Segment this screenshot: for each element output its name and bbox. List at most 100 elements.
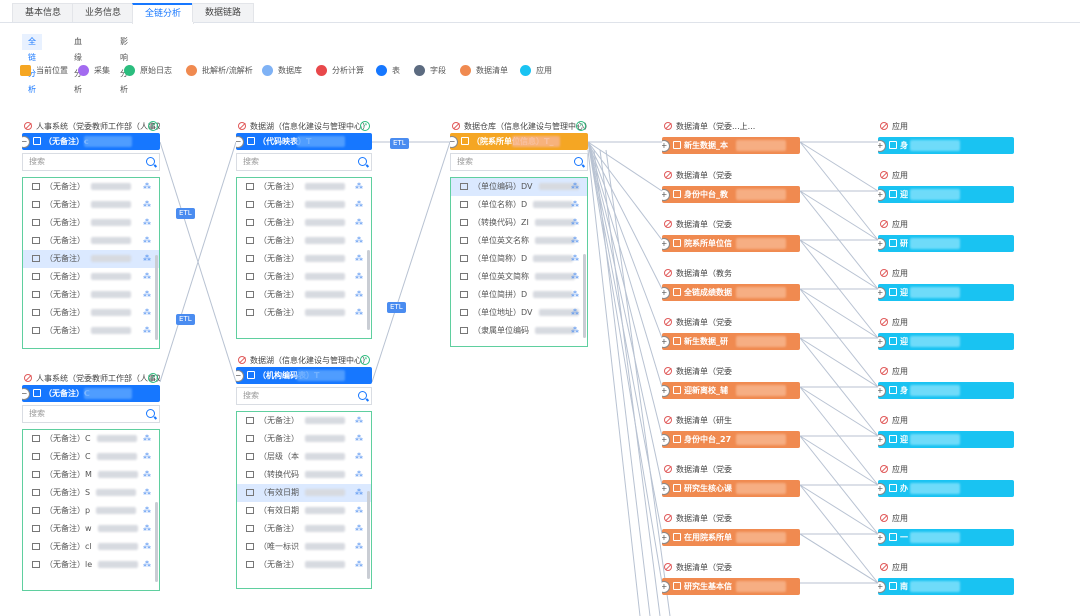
node-title-bar[interactable]: +身 — [878, 382, 1014, 399]
search-icon[interactable] — [574, 157, 583, 166]
field-row[interactable]: （无备注）cl⁂ — [23, 538, 159, 556]
disable-icon[interactable] — [880, 122, 888, 130]
collapse-icon[interactable]: − — [450, 136, 458, 148]
field-row[interactable]: （无备注）⁂ — [237, 304, 371, 322]
lineage-icon[interactable]: ⁂ — [143, 560, 151, 569]
field-row[interactable]: （有效日期⁂ — [237, 502, 371, 520]
node-title-bar[interactable]: +迎 — [878, 333, 1014, 350]
scrollbar[interactable] — [583, 253, 586, 338]
lineage-icon[interactable]: ⁂ — [571, 200, 579, 209]
node-title-bar[interactable]: +全链成绩数据 — [662, 284, 800, 301]
field-row[interactable]: （无备注）⁂ — [23, 178, 159, 196]
disable-icon[interactable] — [664, 465, 672, 473]
lineage-icon[interactable]: ⁂ — [571, 236, 579, 245]
open-icon[interactable]: ↗ — [148, 373, 158, 383]
disable-icon[interactable] — [880, 171, 888, 179]
node-search-input[interactable]: 搜索 — [22, 153, 160, 171]
field-row[interactable]: （无备注）⁂ — [237, 556, 371, 574]
field-row[interactable]: （无备注）⁂ — [237, 430, 371, 448]
field-row[interactable]: （唯一标识⁂ — [237, 538, 371, 556]
node-title-bar[interactable]: +办 — [878, 480, 1014, 497]
lineage-icon[interactable]: ⁂ — [355, 470, 363, 479]
lineage-icon[interactable]: ⁂ — [571, 308, 579, 317]
scrollbar[interactable] — [155, 254, 158, 340]
lineage-icon[interactable]: ⁂ — [143, 506, 151, 515]
field-row[interactable]: （转换代码）ZI⁂ — [451, 214, 587, 232]
open-icon[interactable]: ↗ — [360, 355, 370, 365]
node-title-bar[interactable]: +身 — [878, 137, 1014, 154]
node-title-bar[interactable]: +在用院系所单 — [662, 529, 800, 546]
disable-icon[interactable] — [24, 122, 32, 130]
search-icon[interactable] — [146, 409, 155, 418]
field-row[interactable]: （隶属单位编码⁂ — [451, 322, 587, 340]
lineage-icon[interactable]: ⁂ — [355, 272, 363, 281]
lineage-icon[interactable]: ⁂ — [355, 488, 363, 497]
expand-icon[interactable]: + — [662, 287, 670, 299]
node-search-input[interactable]: 搜索 — [450, 153, 588, 171]
field-row[interactable]: （无备注）⁂ — [237, 214, 371, 232]
lineage-icon[interactable]: ⁂ — [571, 272, 579, 281]
node-search-input[interactable]: 搜索 — [236, 387, 372, 405]
lineage-icon[interactable]: ⁂ — [355, 200, 363, 209]
lineage-icon[interactable]: ⁂ — [143, 200, 151, 209]
node-title-bar[interactable]: +身份中台_27 — [662, 431, 800, 448]
lineage-icon[interactable]: ⁂ — [143, 272, 151, 281]
disable-icon[interactable] — [880, 563, 888, 571]
field-row[interactable]: （无备注）⁂ — [23, 196, 159, 214]
field-row[interactable]: （无备注）⁂ — [23, 214, 159, 232]
node-title-bar[interactable]: −（无备注）C — [22, 385, 160, 402]
search-icon[interactable] — [146, 157, 155, 166]
field-row[interactable]: （层级（本⁂ — [237, 448, 371, 466]
node-title-bar[interactable]: +研 — [878, 235, 1014, 252]
scrollbar[interactable] — [367, 491, 370, 580]
node-title-bar[interactable]: +迎 — [878, 431, 1014, 448]
search-icon[interactable] — [358, 391, 367, 400]
field-row[interactable]: （无备注）C⁂ — [23, 448, 159, 466]
disable-icon[interactable] — [664, 122, 672, 130]
lineage-icon[interactable]: ⁂ — [355, 542, 363, 551]
lineage-icon[interactable]: ⁂ — [143, 434, 151, 443]
field-row[interactable]: （无备注）⁂ — [237, 412, 371, 430]
lineage-icon[interactable]: ⁂ — [355, 254, 363, 263]
node-title-bar[interactable]: +迎新离校_辅 — [662, 382, 800, 399]
field-row[interactable]: （无备注）⁂ — [237, 178, 371, 196]
collapse-icon[interactable]: − — [236, 370, 244, 382]
collapse-icon[interactable]: − — [22, 388, 30, 400]
field-row[interactable]: （单位编码）DV⁂ — [451, 178, 587, 196]
field-row[interactable]: （无备注）M⁂ — [23, 466, 159, 484]
lineage-icon[interactable]: ⁂ — [143, 524, 151, 533]
lineage-icon[interactable]: ⁂ — [143, 542, 151, 551]
lineage-icon[interactable]: ⁂ — [143, 182, 151, 191]
field-row[interactable]: （单位简拼）D⁂ — [451, 286, 587, 304]
expand-icon[interactable]: + — [662, 238, 670, 250]
expand-icon[interactable]: + — [662, 140, 670, 152]
expand-icon[interactable]: + — [878, 189, 886, 201]
lineage-icon[interactable]: ⁂ — [143, 308, 151, 317]
lineage-icon[interactable]: ⁂ — [143, 236, 151, 245]
disable-icon[interactable] — [238, 122, 246, 130]
lineage-icon[interactable]: ⁂ — [355, 416, 363, 425]
expand-icon[interactable]: + — [878, 483, 886, 495]
field-row[interactable]: （无备注）⁂ — [237, 286, 371, 304]
node-title-bar[interactable]: +研究生基本信 — [662, 578, 800, 595]
node-title-bar[interactable]: −（无备注）c — [22, 133, 160, 150]
expand-icon[interactable]: + — [878, 581, 886, 593]
disable-icon[interactable] — [880, 514, 888, 522]
lineage-icon[interactable]: ⁂ — [571, 290, 579, 299]
expand-icon[interactable]: + — [662, 581, 670, 593]
field-row[interactable]: （无备注）⁂ — [23, 232, 159, 250]
lineage-icon[interactable]: ⁂ — [571, 326, 579, 335]
lineage-icon[interactable]: ⁂ — [355, 290, 363, 299]
node-title-bar[interactable]: +新生数据_本 — [662, 137, 800, 154]
expand-icon[interactable]: + — [662, 532, 670, 544]
disable-icon[interactable] — [880, 367, 888, 375]
lineage-icon[interactable]: ⁂ — [143, 470, 151, 479]
lineage-icon[interactable]: ⁂ — [143, 290, 151, 299]
disable-icon[interactable] — [664, 416, 672, 424]
lineage-icon[interactable]: ⁂ — [355, 236, 363, 245]
subtab-0[interactable]: 全链分析 — [22, 34, 42, 94]
expand-icon[interactable]: + — [878, 434, 886, 446]
field-row[interactable]: （无备注）⁂ — [23, 250, 159, 268]
expand-icon[interactable]: + — [878, 238, 886, 250]
disable-icon[interactable] — [664, 269, 672, 277]
